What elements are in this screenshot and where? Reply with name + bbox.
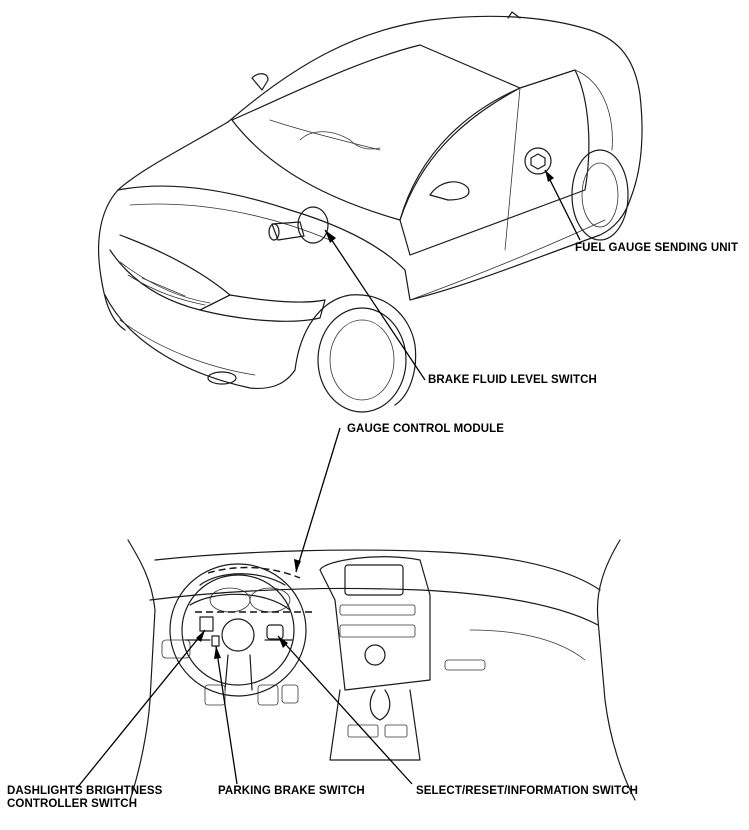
leader-brake-fluid bbox=[324, 229, 426, 381]
label-parking-brake-switch: PARKING BRAKE SWITCH bbox=[218, 785, 365, 797]
label-brake-fluid-level-switch: BRAKE FLUID LEVEL SWITCH bbox=[428, 374, 597, 386]
label-dashlights-brightness-controller-switch: DASHLIGHTS BRIGHTNESS CONTROLLER SWITCH bbox=[7, 785, 162, 811]
leader-gauge-module bbox=[295, 427, 341, 573]
vehicle-exterior-illustration bbox=[98, 11, 643, 413]
label-dashlights-line1: DASHLIGHTS BRIGHTNESS bbox=[7, 785, 163, 797]
label-dashlights-line2: CONTROLLER SWITCH bbox=[7, 798, 138, 810]
label-fuel-gauge-sending-unit: FUEL GAUGE SENDING UNIT bbox=[575, 242, 739, 254]
label-gauge-control-module: GAUGE CONTROL MODULE bbox=[347, 423, 505, 435]
label-select-reset-information-switch: SELECT/RESET/INFORMATION SWITCH bbox=[416, 785, 639, 797]
